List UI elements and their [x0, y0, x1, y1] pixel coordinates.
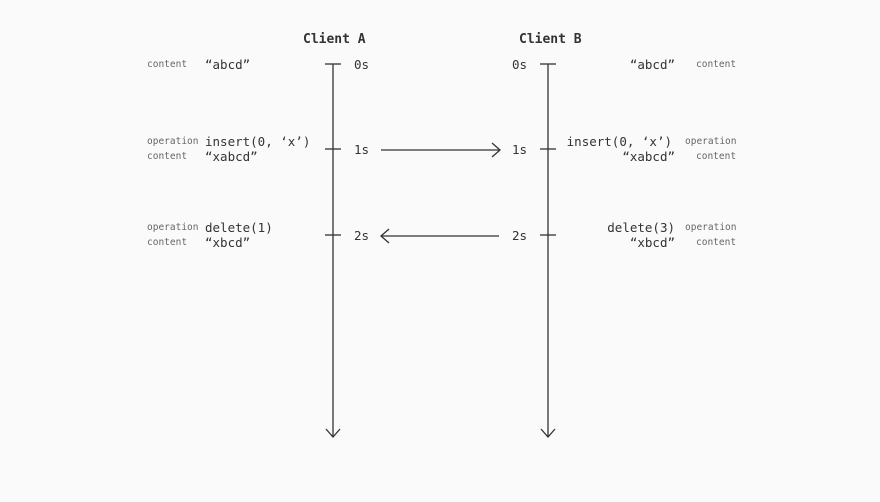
client-a-timeline-arrowhead [325, 428, 341, 438]
client-a-content-label-1s: content [147, 151, 188, 162]
client-b-operation-1s: insert(0, ‘x’) [566, 134, 672, 149]
client-b-time-1s: 1s [512, 142, 528, 157]
client-b-time-2s: 2s [512, 228, 528, 243]
client-a-operation-1s: insert(0, ‘x’) [205, 134, 311, 149]
client-a-content-0s: “abcd” [205, 57, 251, 72]
client-a-content-2s: “xbcd” [205, 235, 251, 250]
client-a-time-2s: 2s [354, 228, 370, 243]
client-a-content-label-0s: content [147, 59, 188, 70]
client-b-content-0s: “abcd” [629, 57, 675, 72]
client-a-operation-label-2s: operation [147, 222, 199, 233]
client-b-operation-label-1s: operation [685, 136, 737, 147]
client-b-timeline-arrowhead [540, 428, 556, 438]
client-b-operation-label-2s: operation [685, 222, 737, 233]
client-a-time-0s: 0s [354, 57, 370, 72]
client-a-time-1s: 1s [354, 142, 370, 157]
message-arrow-a-to-b-head [491, 142, 501, 158]
client-b-time-0s: 0s [512, 57, 528, 72]
client-b-content-label-0s: content [696, 59, 737, 70]
message-arrow-b-to-a-head [380, 228, 390, 244]
client-a-operation-label-1s: operation [147, 136, 199, 147]
client-b-operation-2s: delete(3) [607, 220, 675, 235]
client-a-content-1s: “xabcd” [205, 149, 258, 164]
client-a-content-label-2s: content [147, 237, 188, 248]
client-b-content-label-1s: content [696, 151, 737, 162]
client-b-content-label-2s: content [696, 237, 737, 248]
client-a-header: Client A [303, 32, 366, 47]
client-b-content-2s: “xbcd” [629, 235, 675, 250]
client-a-operation-2s: delete(1) [205, 220, 273, 235]
client-b-content-1s: “xabcd” [622, 149, 675, 164]
client-b-header: Client B [519, 32, 582, 47]
